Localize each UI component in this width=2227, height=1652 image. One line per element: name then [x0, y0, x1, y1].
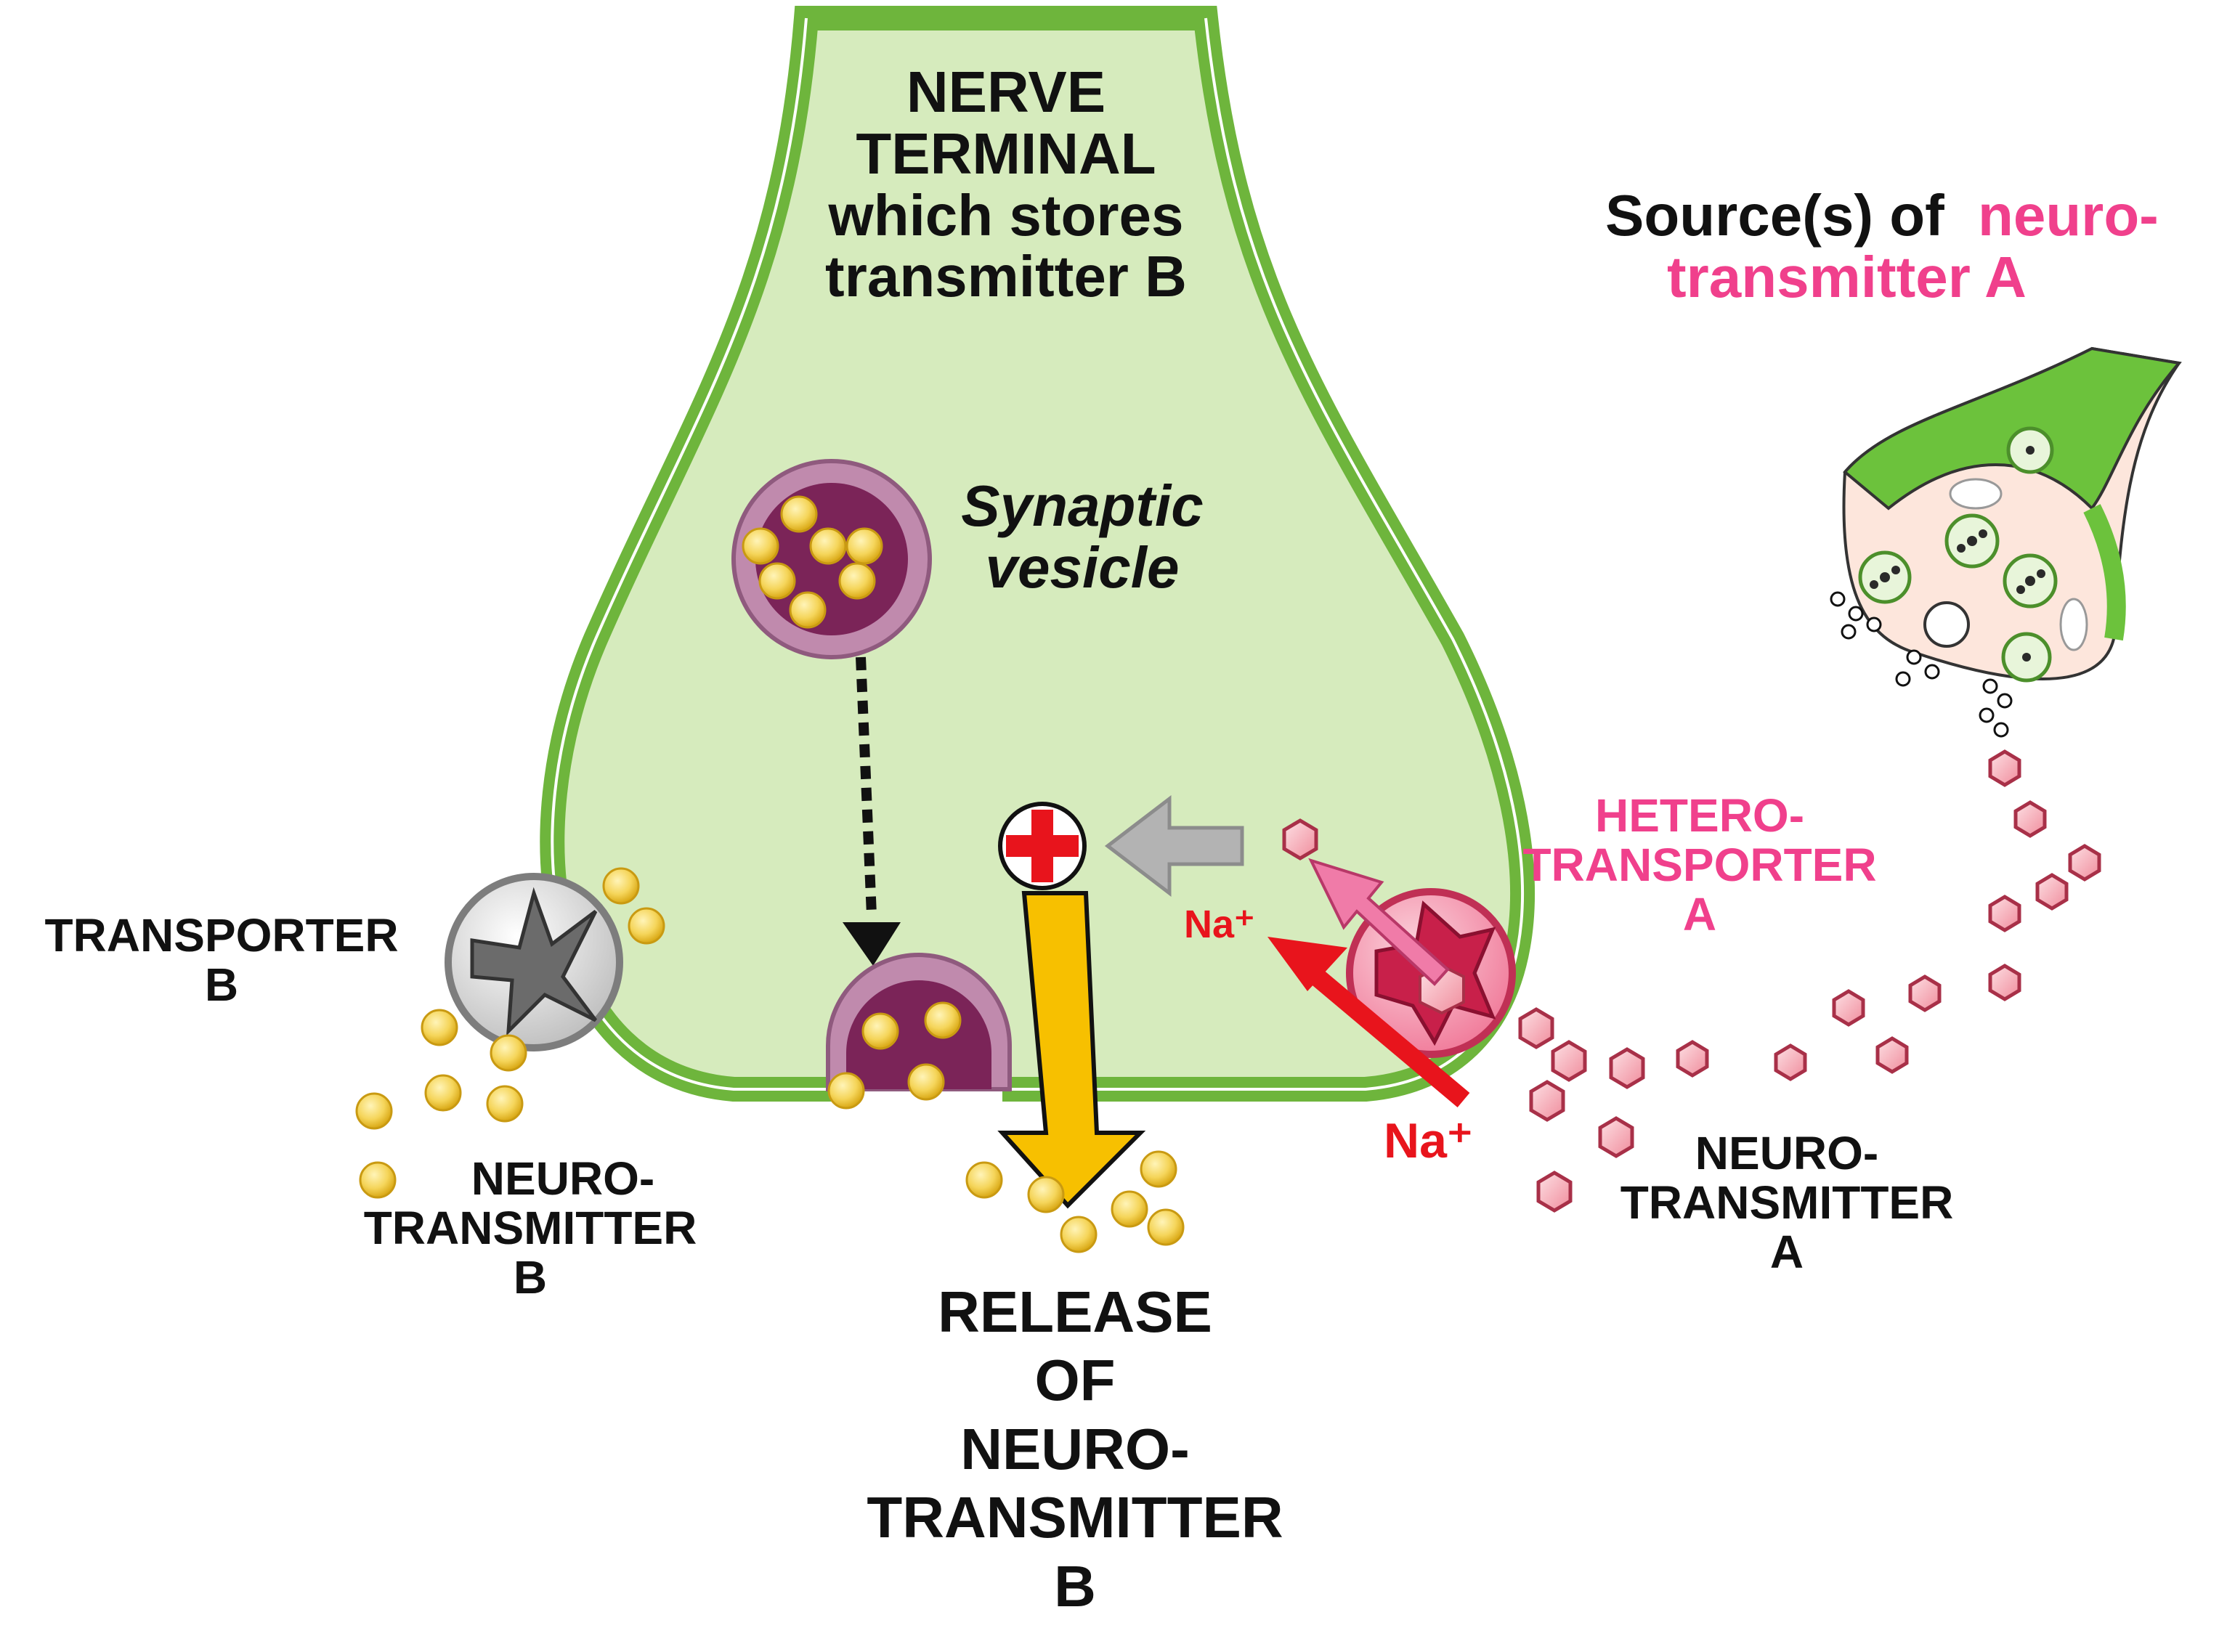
hetero-transporter-line-1: HETERO-: [1595, 789, 1804, 842]
label-neurotransmitter-b: NEURO- TRANSMITTER B: [341, 1152, 719, 1303]
uptake-arrow: [1308, 858, 1450, 986]
source-highlight-1: neuro-: [1977, 183, 2159, 248]
neurotransmitter-b-line-1: NEURO-: [471, 1152, 655, 1205]
hetero-transporter-line-3: A: [1682, 887, 1717, 940]
release-line-3: NEURO-: [960, 1416, 1190, 1481]
nerve-terminal-line-2: TERMINAL: [856, 121, 1156, 186]
label-hetero-transporter: HETERO- TRANSPORTER A: [1504, 789, 1896, 940]
release-line-4: TRANSMITTER: [867, 1485, 1283, 1550]
neurotransmitter-a-particles: [1282, 749, 2101, 1213]
nerve-terminal-line-4: transmitter B: [825, 244, 1187, 309]
hetero-transporter-line-2: TRANSPORTER: [1522, 838, 1877, 891]
fusing-vesicle: [826, 953, 1012, 1110]
label-neurotransmitter-a: NEURO- TRANSMITTER A: [1598, 1127, 1976, 1278]
transporter-b: [445, 873, 623, 1051]
nerve-terminal-line-1: NERVE: [906, 60, 1106, 124]
label-release: RELEASE OF NEURO- TRANSMITTER B: [843, 1278, 1307, 1621]
release-line-5: B: [1054, 1553, 1096, 1619]
grey-cross-transporter-icon: [470, 887, 598, 1036]
label-na-ion-bottom: Na⁺: [1384, 1113, 1473, 1168]
neurotransmitter-b-line-2: TRANSMITTER: [363, 1201, 697, 1254]
nerve-terminal-line-3: which stores: [828, 182, 1184, 248]
transporter-b-line-1: TRANSPORTER: [44, 909, 399, 961]
neurotransmitter-b-particles: [355, 867, 1185, 1253]
synaptic-vesicle: [731, 459, 932, 659]
label-transporter-b: TRANSPORTER B: [15, 911, 429, 1010]
source-prefix: Source(s) of: [1605, 183, 1944, 248]
sodium-arrow: [1267, 937, 1470, 1107]
release-line-2: OF: [1034, 1348, 1116, 1413]
nerve-terminal-icon: [1830, 346, 2182, 738]
release-arrow: [997, 891, 1146, 1209]
neurotransmitter-a-line-2: TRANSMITTER: [1620, 1176, 1954, 1229]
plus-sign-icon: [998, 802, 1087, 890]
label-na-ion-top: Na⁺: [1184, 903, 1255, 946]
source-highlight-2: transmitter A: [1667, 244, 2027, 309]
grey-arrow: [1104, 794, 1244, 898]
neurotransmitter-a-line-1: NEURO-: [1695, 1127, 1879, 1179]
synaptic-vesicle-line-2: vesicle: [985, 534, 1180, 600]
neurotransmitter-a-line-3: A: [1769, 1225, 1804, 1278]
synaptic-vesicle-line-1: Synaptic: [961, 473, 1204, 538]
neurotransmitter-b-line-3: B: [513, 1250, 548, 1303]
vesicle-path-arrow: [843, 656, 901, 966]
transporter-b-line-2: B: [204, 958, 239, 1011]
label-nerve-terminal: NERVE TERMINAL which stores transmitter …: [788, 60, 1224, 309]
label-synaptic-vesicle: Synaptic vesicle: [930, 473, 1235, 600]
label-source: Source(s) of neuro- transmitter A: [1605, 183, 2201, 309]
release-line-1: RELEASE: [938, 1279, 1212, 1344]
